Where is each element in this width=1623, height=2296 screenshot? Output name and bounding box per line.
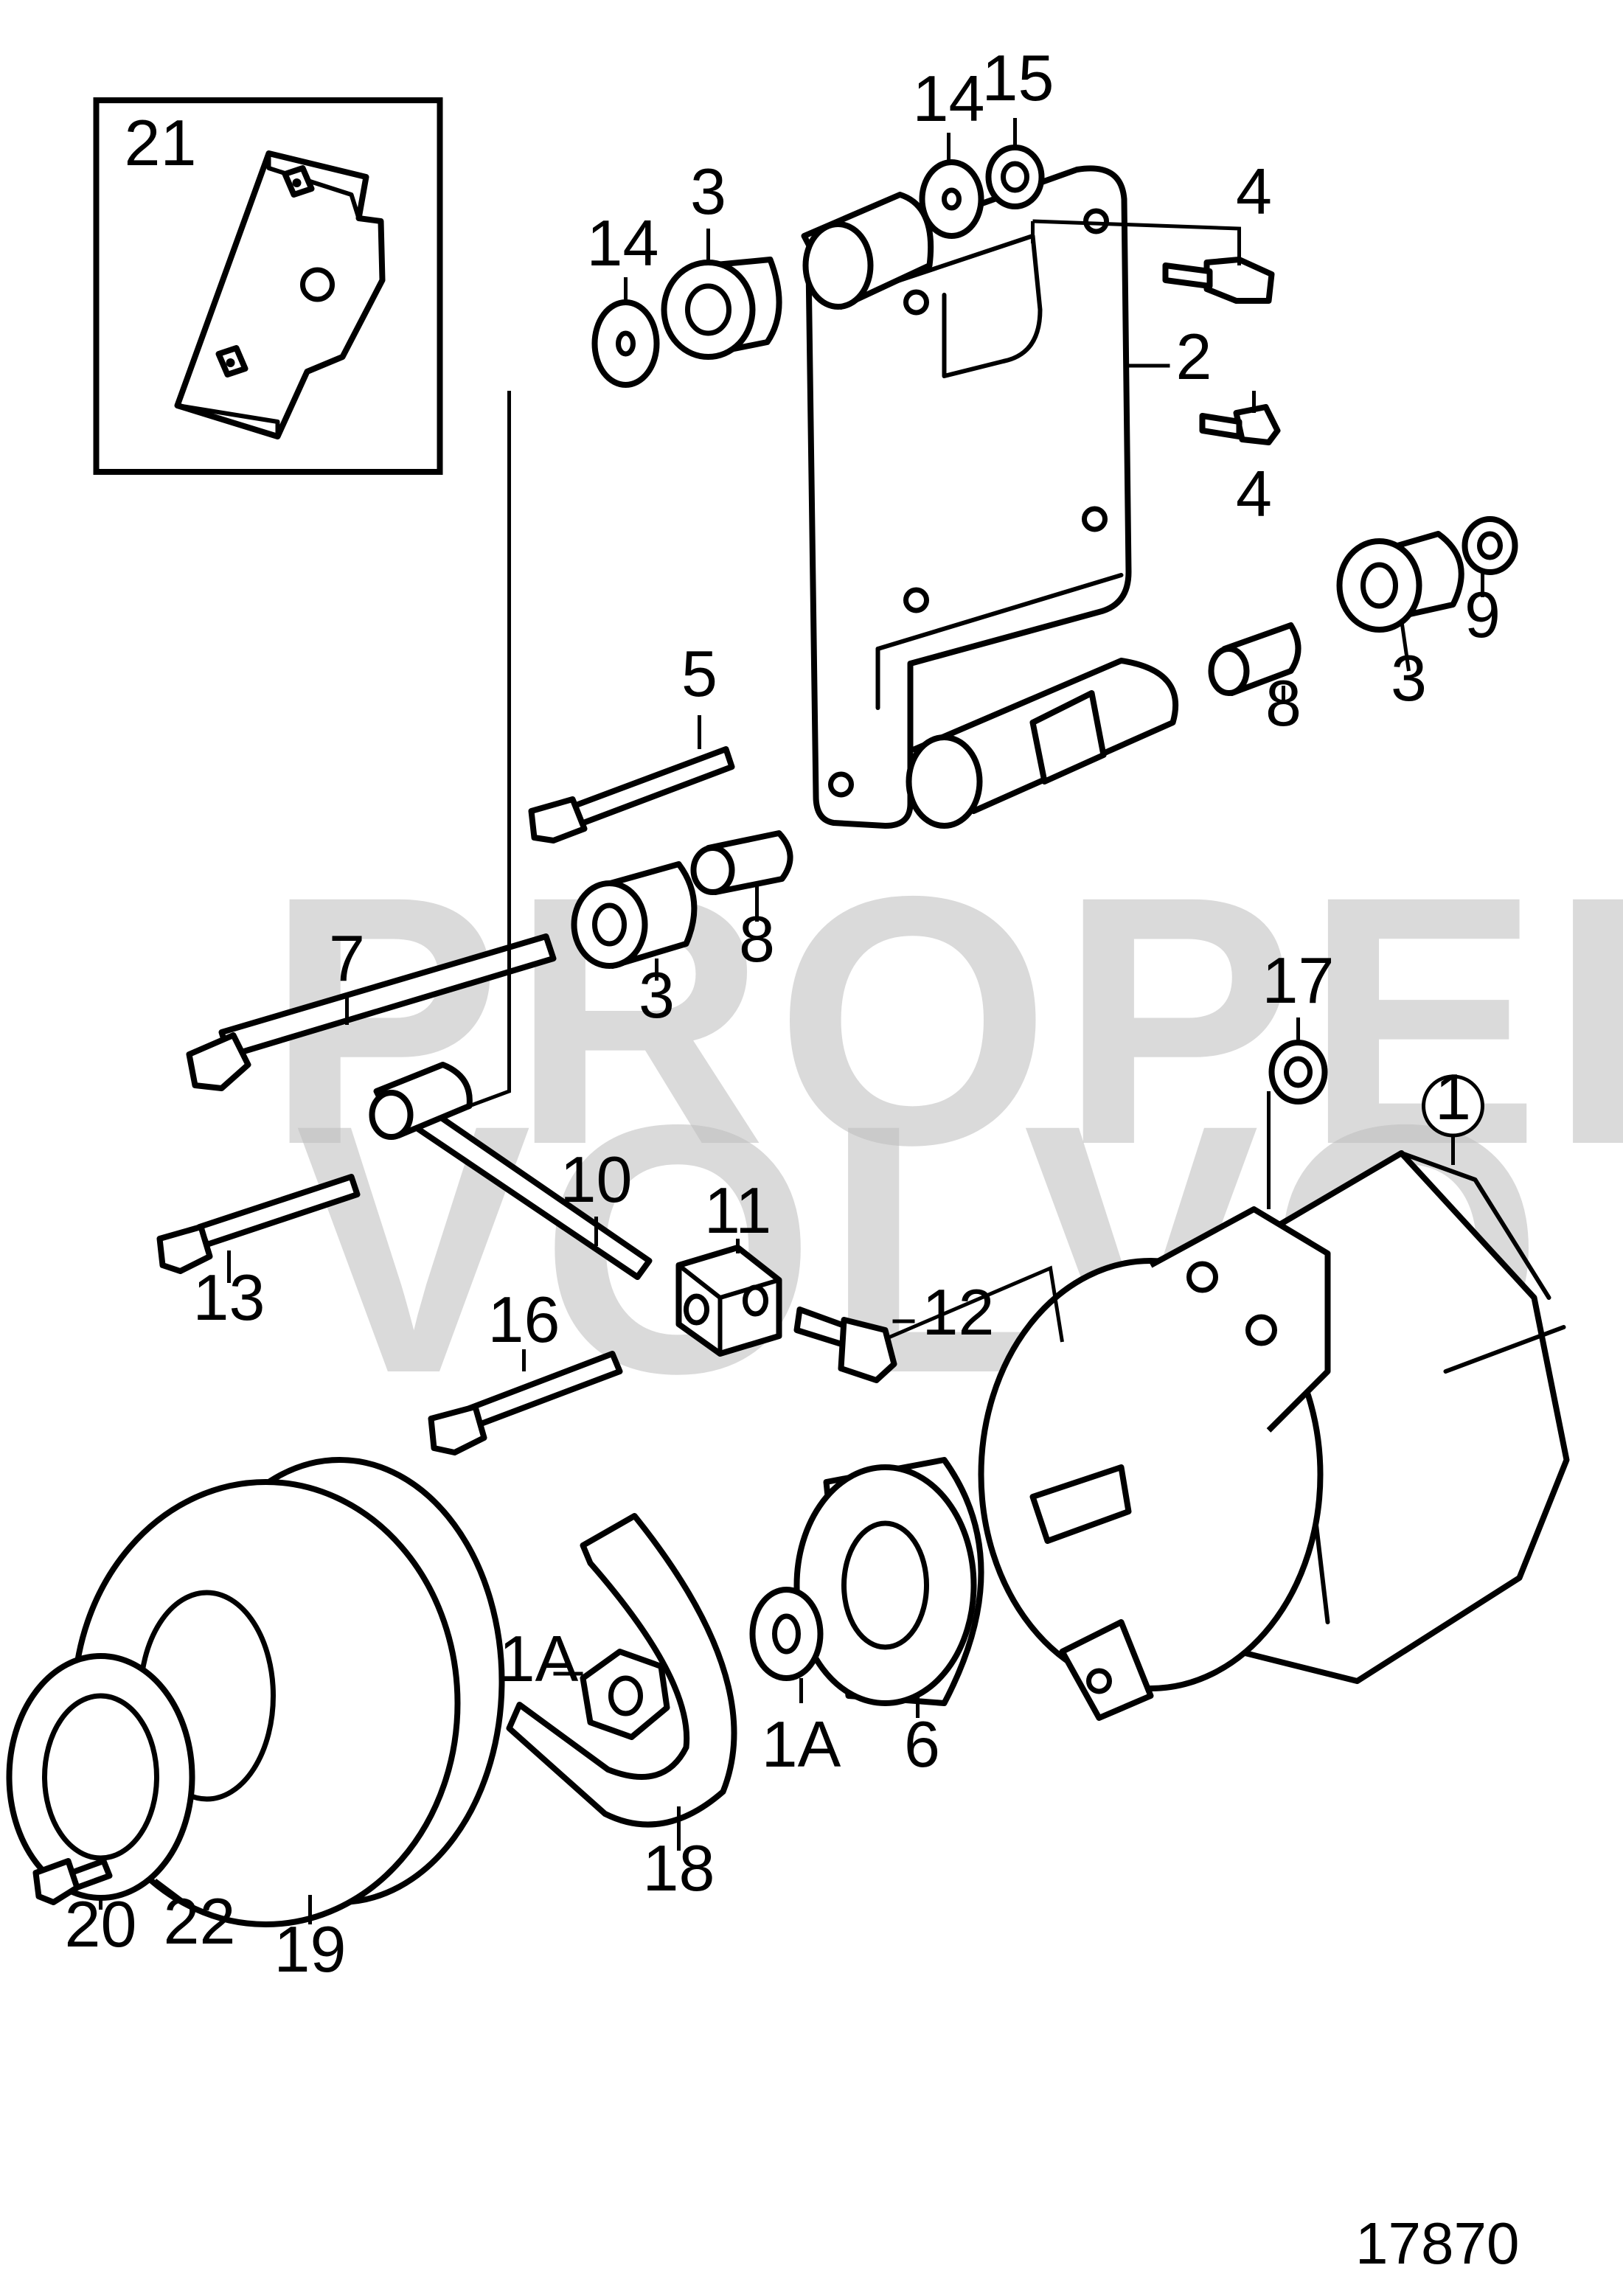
inset-label: 21	[125, 106, 197, 179]
plate-22	[6, 1653, 195, 1901]
callout-5: 5	[681, 637, 717, 710]
spacer-8-middle	[690, 830, 793, 895]
callout-8-right: 8	[1265, 667, 1301, 740]
spacer-8-right	[1208, 622, 1301, 696]
callout-6: 6	[904, 1708, 940, 1781]
callout-13: 13	[193, 1261, 265, 1334]
callout-1a-right: 1A	[762, 1708, 841, 1781]
washer-1a	[749, 1587, 824, 1681]
callout-3-middle: 3	[639, 959, 675, 1032]
block-11	[675, 1245, 782, 1357]
callout-14-left: 14	[587, 206, 659, 279]
callout-9: 9	[1464, 578, 1501, 651]
callout-3-right: 3	[1391, 641, 1427, 714]
bolt-20	[32, 1858, 113, 1905]
callout-11: 11	[704, 1174, 771, 1247]
callout-4-top: 4	[1236, 155, 1272, 228]
alternator-1	[978, 1150, 1570, 1721]
fitting-12	[793, 1307, 897, 1383]
pulley-6	[793, 1457, 984, 1706]
callout-20: 20	[65, 1888, 137, 1961]
callout-10: 10	[560, 1143, 633, 1216]
screw-4-top	[1162, 257, 1275, 304]
callout-3-top: 3	[690, 155, 726, 228]
bushing-3-middle	[571, 861, 698, 969]
inset-box: 21	[93, 97, 443, 475]
callouts: 1 2 3 3 3 4 4 5 6 7 8 8 9 10 11 12 13 14…	[65, 41, 1501, 1986]
callout-18: 18	[643, 1831, 715, 1904]
bolt-5	[528, 746, 735, 843]
bolt-13	[156, 1174, 361, 1274]
washer-14-top	[919, 159, 984, 239]
screw-4-bottom	[1199, 404, 1281, 445]
callout-4-bottom: 4	[1236, 457, 1272, 530]
plate-21-icon	[174, 150, 386, 439]
bolt-16	[428, 1351, 623, 1455]
callout-22: 22	[164, 1885, 236, 1958]
callout-7: 7	[329, 922, 365, 995]
callout-15: 15	[982, 41, 1054, 114]
callout-19: 19	[274, 1913, 347, 1986]
belt-18	[506, 1513, 737, 1828]
drawing-number: 17870	[1355, 2210, 1519, 2276]
callout-17: 17	[1262, 944, 1335, 1017]
bushing-3-top	[661, 257, 782, 360]
callout-1a-left: 1A	[499, 1622, 579, 1695]
leader-lines	[99, 118, 1484, 1924]
callout-1: 1	[1435, 1060, 1471, 1133]
callout-14-top: 14	[913, 62, 985, 135]
bolt-7	[186, 933, 557, 1091]
bushing-3-right	[1336, 531, 1464, 633]
washer-14-left	[591, 299, 660, 388]
bracket-2	[801, 165, 1179, 829]
nut-9	[1462, 516, 1518, 575]
callout-1-circle	[1422, 1074, 1484, 1138]
pulley-19	[71, 1457, 505, 1927]
nut-1a	[580, 1649, 670, 1740]
nut-17	[1268, 1040, 1328, 1104]
callout-12: 12	[922, 1276, 995, 1349]
tension-rod-10	[369, 1062, 653, 1280]
callout-2: 2	[1176, 320, 1212, 393]
nut-15	[985, 145, 1045, 209]
callout-16: 16	[488, 1283, 560, 1356]
callout-8-middle: 8	[739, 902, 775, 975]
